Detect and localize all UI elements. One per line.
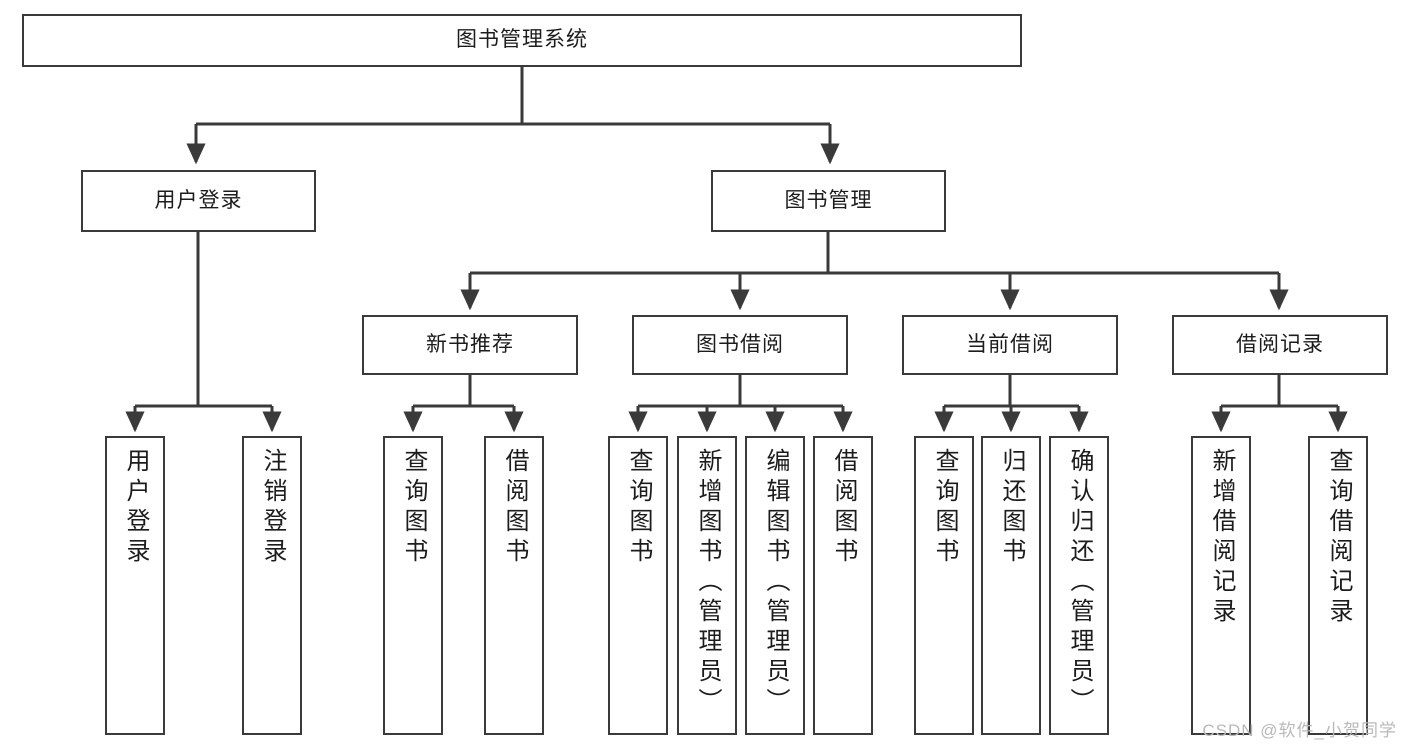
node-leaf-logout[interactable]: 注销登录 bbox=[242, 436, 302, 735]
node-leaf-query-record[interactable]: 查询借阅记录 bbox=[1308, 436, 1368, 735]
csdn-watermark: CSDN @软件_小贺同学 bbox=[1202, 721, 1397, 740]
node-book-manage[interactable]: 图书管理 bbox=[711, 170, 946, 232]
node-book-borrow-label: 图书借阅 bbox=[696, 332, 784, 356]
node-leaf-query-book-3[interactable]: 查询图书 bbox=[914, 436, 974, 735]
node-borrow-record[interactable]: 借阅记录 bbox=[1172, 315, 1388, 375]
node-book-borrow[interactable]: 图书借阅 bbox=[632, 315, 848, 375]
node-leaf-return-book[interactable]: 归还图书 bbox=[981, 436, 1041, 735]
node-leaf-user-login[interactable]: 用户登录 bbox=[105, 436, 165, 735]
node-leaf-edit-book-label: 编辑图书（管理员） bbox=[762, 448, 789, 718]
node-leaf-borrow-book-2[interactable]: 借阅图书 bbox=[813, 436, 873, 735]
node-leaf-borrow-book-1-label: 借阅图书 bbox=[501, 448, 528, 568]
node-new-book-rec[interactable]: 新书推荐 bbox=[362, 315, 578, 375]
node-borrow-record-label: 借阅记录 bbox=[1236, 332, 1324, 356]
node-user-login[interactable]: 用户登录 bbox=[81, 170, 316, 232]
node-root[interactable]: 图书管理系统 bbox=[22, 14, 1022, 67]
node-leaf-query-book-1[interactable]: 查询图书 bbox=[383, 436, 443, 735]
node-leaf-borrow-book-1[interactable]: 借阅图书 bbox=[484, 436, 544, 735]
node-leaf-query-book-3-label: 查询图书 bbox=[931, 448, 958, 568]
node-leaf-confirm-return[interactable]: 确认归还（管理员） bbox=[1049, 436, 1109, 735]
node-leaf-query-record-label: 查询借阅记录 bbox=[1325, 448, 1352, 628]
node-current-borrow[interactable]: 当前借阅 bbox=[902, 315, 1118, 375]
node-leaf-user-login-label: 用户登录 bbox=[122, 448, 149, 568]
node-new-book-rec-label: 新书推荐 bbox=[426, 332, 514, 356]
node-book-manage-label: 图书管理 bbox=[784, 188, 873, 212]
node-leaf-add-book-label: 新增图书（管理员） bbox=[694, 448, 721, 718]
node-leaf-edit-book[interactable]: 编辑图书（管理员） bbox=[745, 436, 805, 735]
node-root-label: 图书管理系统 bbox=[456, 28, 588, 52]
node-leaf-borrow-book-2-label: 借阅图书 bbox=[830, 448, 857, 568]
node-user-login-label: 用户登录 bbox=[154, 188, 243, 212]
node-current-borrow-label: 当前借阅 bbox=[966, 332, 1054, 356]
node-leaf-query-book-2[interactable]: 查询图书 bbox=[608, 436, 668, 735]
node-leaf-logout-label: 注销登录 bbox=[259, 448, 286, 568]
node-leaf-return-book-label: 归还图书 bbox=[998, 448, 1025, 568]
node-leaf-add-record[interactable]: 新增借阅记录 bbox=[1191, 436, 1251, 735]
node-leaf-confirm-return-label: 确认归还（管理员） bbox=[1066, 448, 1093, 718]
node-leaf-add-record-label: 新增借阅记录 bbox=[1208, 448, 1235, 628]
node-leaf-add-book[interactable]: 新增图书（管理员） bbox=[677, 436, 737, 735]
node-leaf-query-book-1-label: 查询图书 bbox=[400, 448, 427, 568]
node-leaf-query-book-2-label: 查询图书 bbox=[625, 448, 652, 568]
